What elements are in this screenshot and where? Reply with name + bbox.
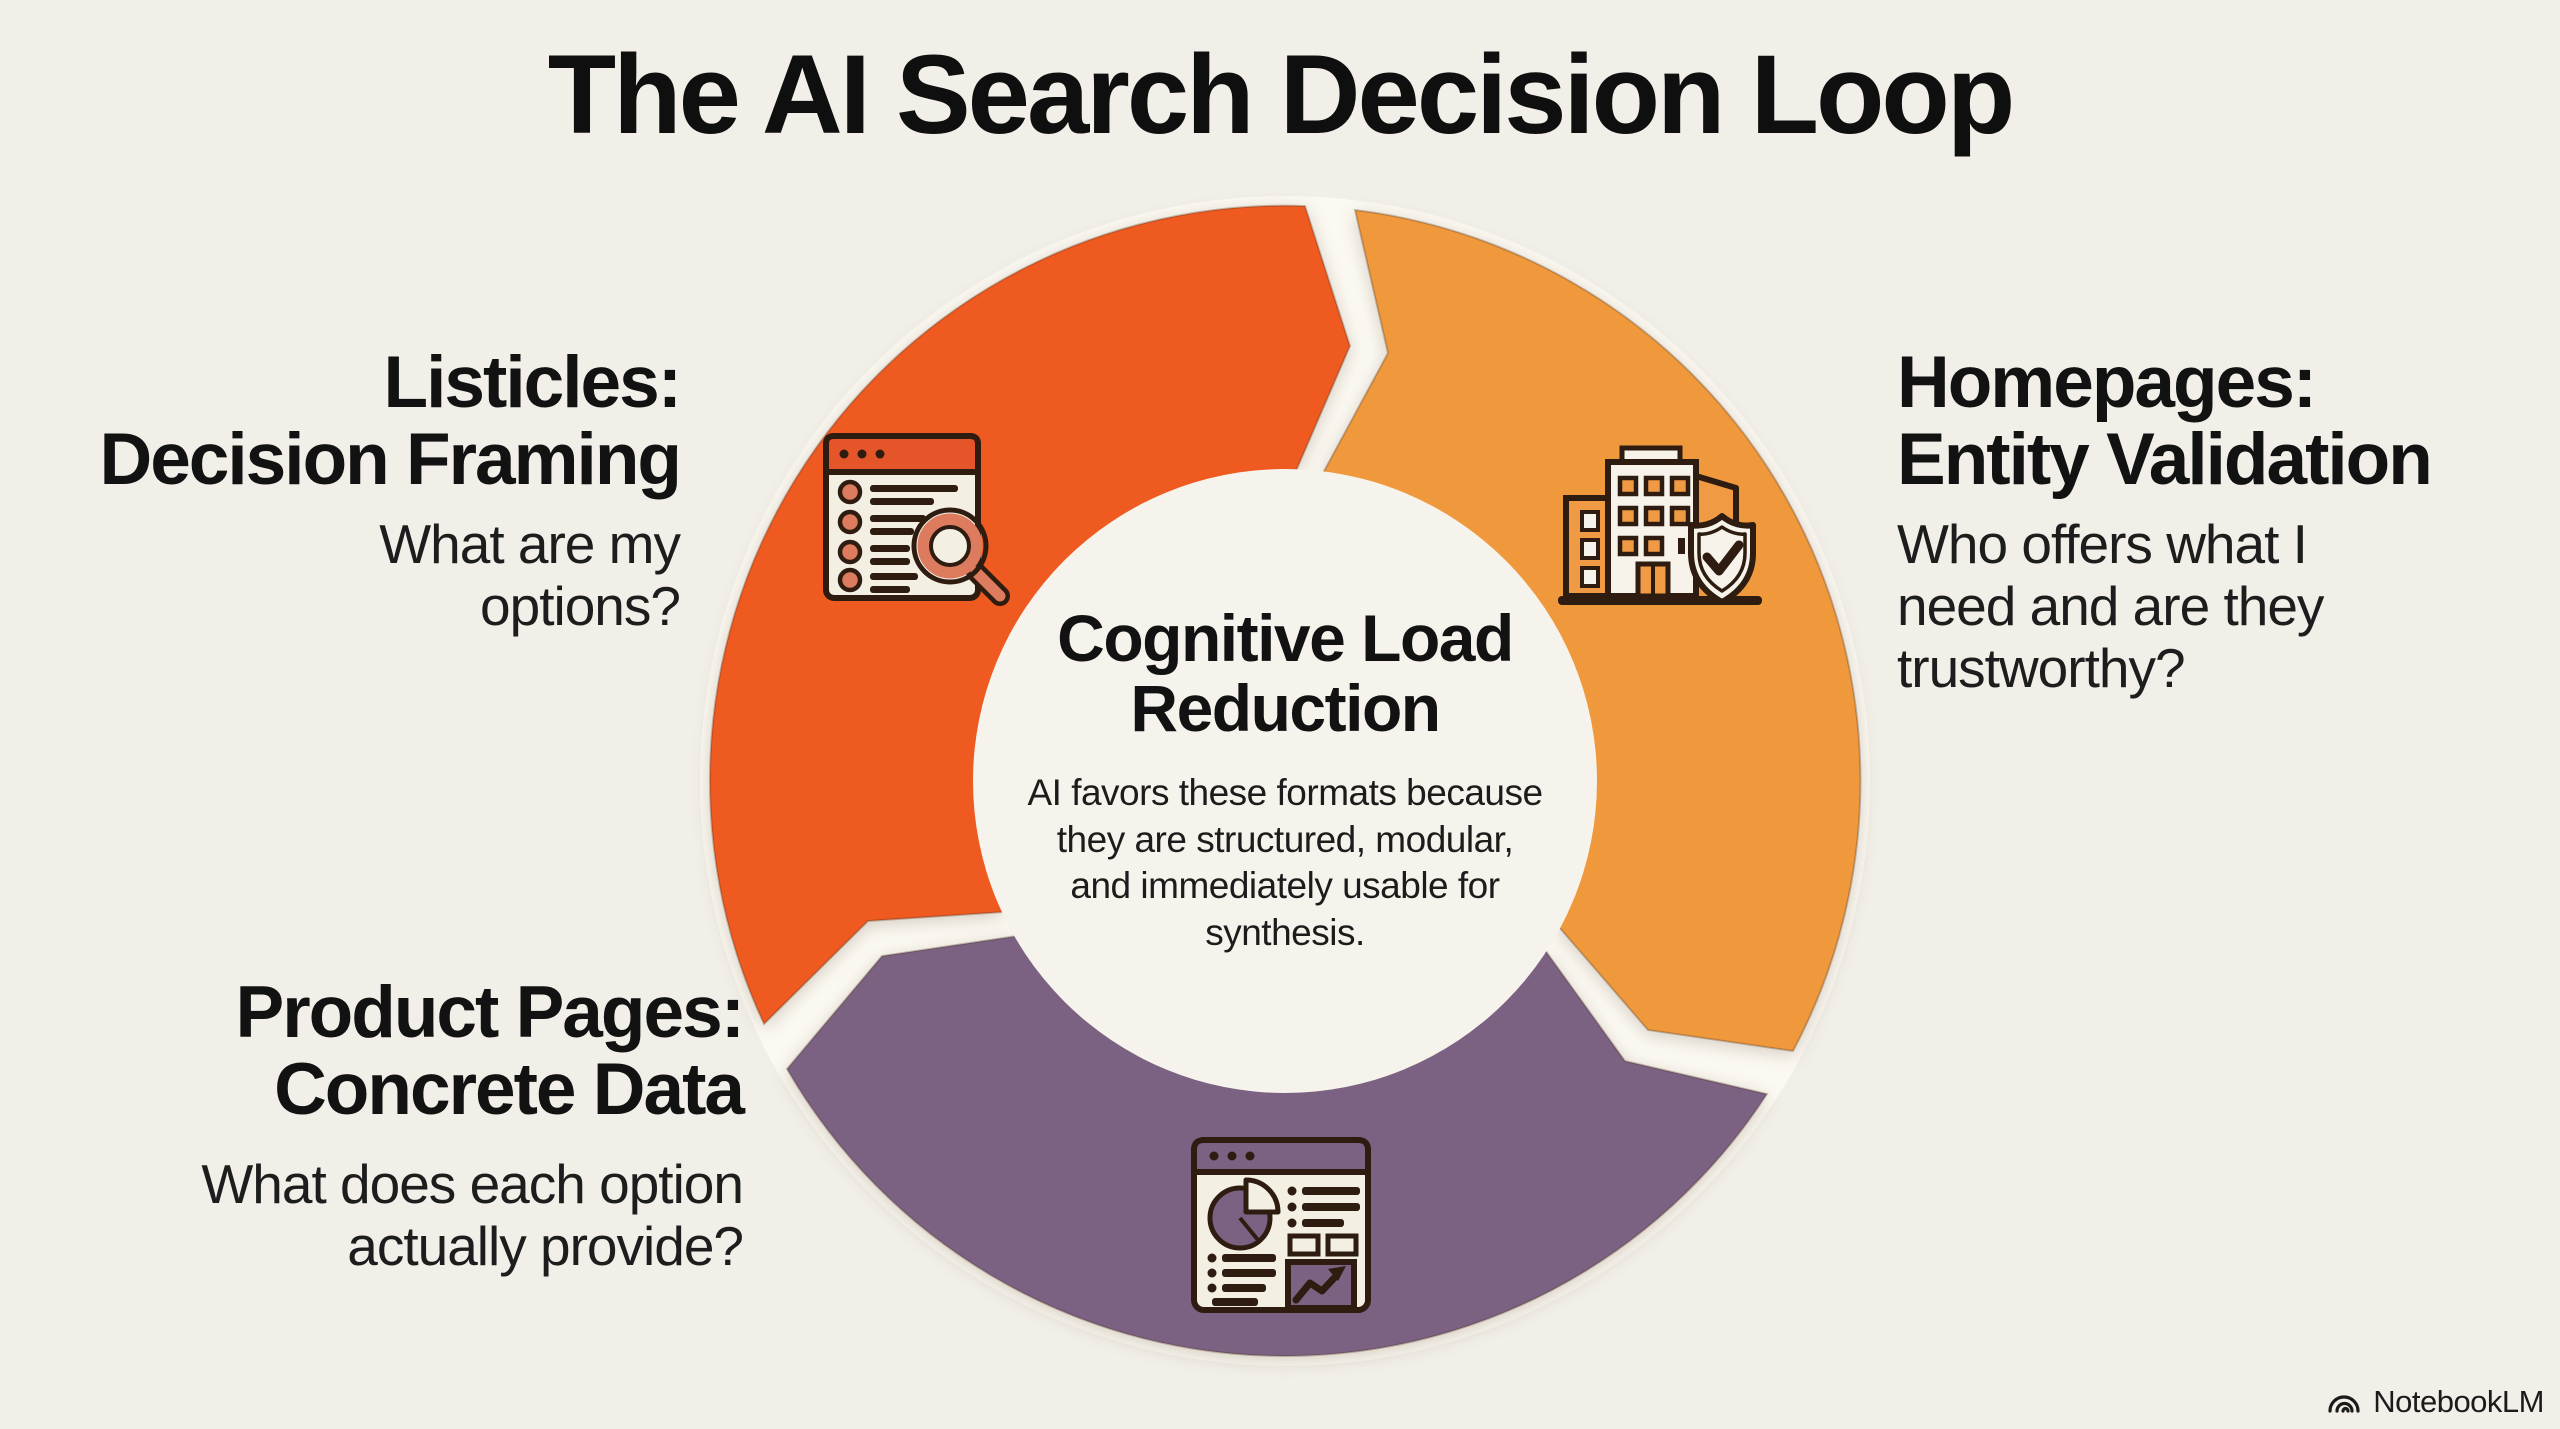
- center-circle: [973, 469, 1597, 1093]
- center-description: AI favors these formats because they are…: [1027, 771, 1543, 953]
- section-product-pages: Product Pages: Concrete Data What does e…: [0, 972, 745, 1277]
- browser-header-bar: [823, 433, 981, 475]
- center-label: Cognitive Load Reduction AI favors these…: [945, 601, 1625, 956]
- section-homepages: Homepages: Entity Validation Who offers …: [1897, 344, 2557, 699]
- homepages-heading: Homepages: Entity Validation: [1897, 342, 2433, 501]
- shield-check-icon: [1688, 513, 1756, 605]
- report-header-bar: [1191, 1137, 1371, 1175]
- listicles-heading: Listicles: Decision Framing: [99, 342, 682, 501]
- report-text-lines: [1287, 1186, 1360, 1228]
- center-heading: Cognitive Load Reduction: [1057, 601, 1514, 745]
- window-dot: [875, 449, 885, 459]
- magnifier-icon: [911, 507, 1010, 606]
- stat-box: [1287, 1233, 1321, 1257]
- product-pages-question: What does each option actually provide?: [201, 1152, 744, 1277]
- notebooklm-watermark: NotebookLM: [2327, 1384, 2544, 1420]
- analytics-report-icon: [1191, 1137, 1371, 1313]
- window-dot: [1209, 1151, 1219, 1161]
- window-dot: [1245, 1151, 1255, 1161]
- listicle-search-icon: [823, 433, 1010, 606]
- notebooklm-logo-icon: [2328, 1395, 2360, 1413]
- report-list-lines: [1207, 1253, 1276, 1306]
- list-rows: [837, 479, 958, 593]
- notebooklm-label: NotebookLM: [2373, 1384, 2544, 1419]
- stat-box: [1325, 1233, 1359, 1257]
- page-title: The AI Search Decision Loop: [547, 32, 2015, 157]
- homepages-question: Who offers what I need and are they trus…: [1897, 512, 2324, 700]
- trend-arrow-icon: [1285, 1259, 1357, 1311]
- product-pages-heading: Product Pages: Concrete Data: [235, 972, 745, 1131]
- pie-chart-icon: [1207, 1177, 1281, 1251]
- window-dot: [1227, 1151, 1237, 1161]
- building-windows: [1617, 475, 1691, 557]
- building-shield-icon: [1558, 445, 1762, 605]
- window-dot: [857, 449, 867, 459]
- section-listicles: Listicles: Decision Framing What are my …: [0, 342, 682, 637]
- listicles-question: What are my options?: [379, 512, 681, 637]
- window-dot: [839, 449, 849, 459]
